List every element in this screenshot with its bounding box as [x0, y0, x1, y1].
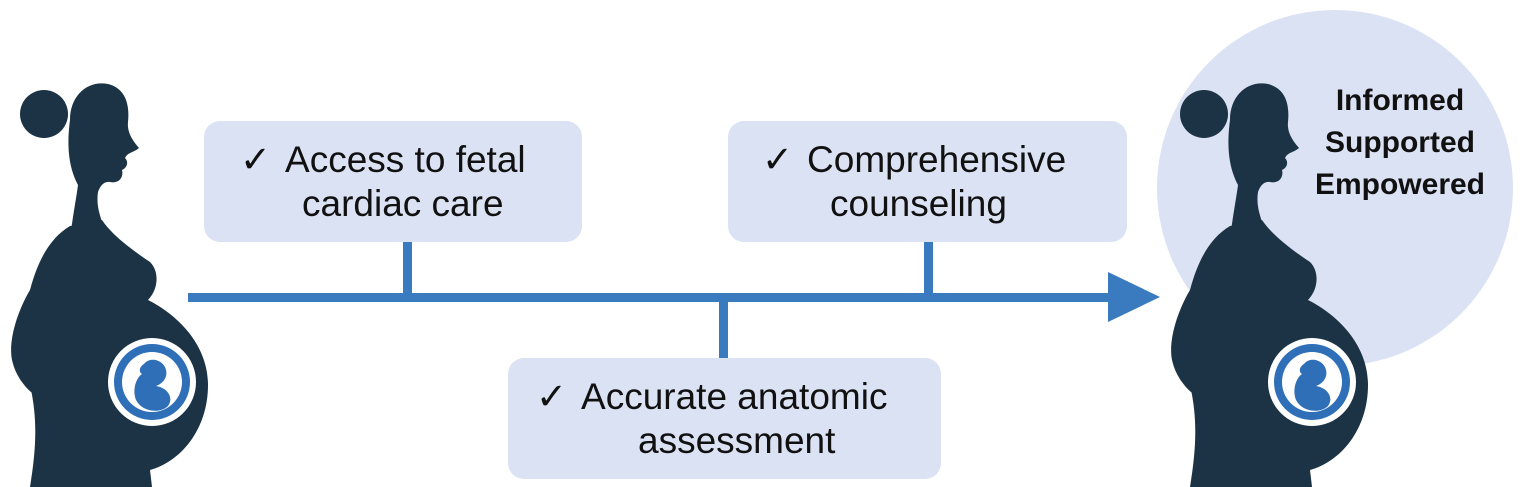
- fetus-icon: [108, 338, 196, 426]
- step-label-line2: assessment: [638, 419, 836, 461]
- checkmark-icon: ✓: [762, 138, 794, 180]
- connector-access: [403, 242, 412, 295]
- step-box-counseling: ✓ Comprehensive counseling: [728, 121, 1127, 242]
- step-label-line2: counseling: [830, 182, 1007, 224]
- outcome-labels: Informed Supported Empowered: [1290, 80, 1510, 206]
- step-box-access: ✓ Access to fetal cardiac care: [204, 121, 582, 242]
- outcome-empowered: Empowered: [1314, 168, 1486, 201]
- step-label-line1: Accurate anatomic: [581, 375, 888, 417]
- checkmark-icon: ✓: [536, 375, 568, 417]
- fetus-icon: [1268, 338, 1356, 426]
- step-label-line1: Comprehensive: [807, 138, 1067, 180]
- pregnant-woman-silhouette-icon: [11, 83, 208, 487]
- outcome-supported: Supported: [1325, 126, 1475, 159]
- step-label-line2: cardiac care: [302, 182, 504, 224]
- step-label-line1: Access to fetal: [285, 138, 526, 180]
- outcome-informed: Informed: [1335, 84, 1465, 117]
- timeline-arrow-shaft: [188, 293, 1118, 302]
- checkmark-icon: ✓: [240, 138, 272, 180]
- step-box-assessment: ✓ Accurate anatomic assessment: [508, 358, 941, 479]
- timeline-arrow-head: [1108, 272, 1160, 322]
- connector-assessment: [719, 300, 728, 358]
- connector-counseling: [924, 242, 933, 295]
